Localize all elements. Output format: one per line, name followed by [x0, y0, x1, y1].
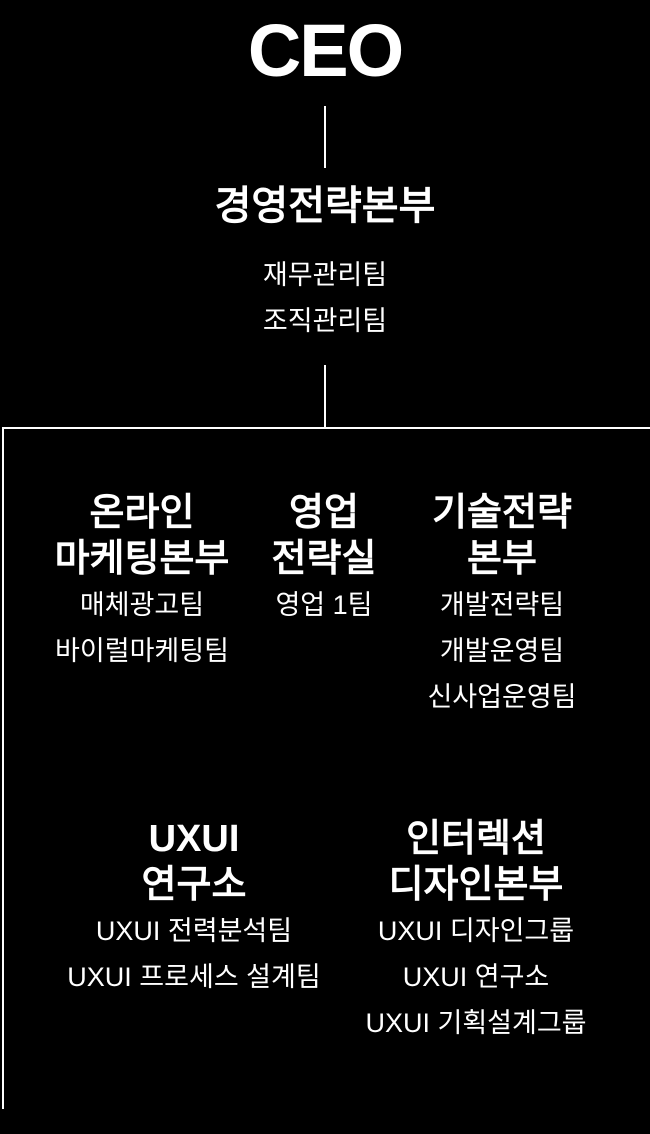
strategy-division-title: 경영전략본부 — [214, 184, 436, 228]
connector-ceo-to-division — [324, 106, 326, 168]
team-label: 개발전략팀 — [439, 590, 565, 620]
team-label: 바이럴마케팅팀 — [55, 636, 229, 666]
unit-title: 온라인 마케팅본부 — [54, 492, 230, 580]
team-label: UXUI 디자인그룹 — [377, 916, 575, 946]
team-label: 신사업운영팀 — [427, 682, 577, 712]
ceo-title: CEO — [247, 9, 404, 92]
team-label: UXUI 프로세스 설계팀 — [67, 962, 321, 992]
unit-title: UXUI 연구소 — [141, 818, 247, 906]
unit-tech-strategy: 기술전략 본부 개발전략팀 개발운영팀 신사업운영팀 — [392, 490, 612, 720]
team-label: 재무관리팀 — [262, 260, 388, 290]
unit-title: 인터렉션 디자인본부 — [388, 818, 564, 906]
unit-online-marketing: 온라인 마케팅본부 매체광고팀 바이럴마케팅팀 — [22, 490, 262, 674]
team-label: 조직관리팀 — [262, 306, 388, 336]
unit-interaction-design: 인터렉션 디자인본부 UXUI 디자인그룹 UXUI 연구소 UXUI 기획설계… — [346, 816, 606, 1046]
unit-sales-strategy: 영업 전략실 영업 1팀 — [244, 490, 404, 628]
team-label: 개발운영팀 — [439, 636, 565, 666]
unit-title: 기술전략 본부 — [432, 492, 572, 580]
team-label: UXUI 기획설계그룹 — [365, 1008, 587, 1038]
strategy-division-teams: 재무관리팀 조직관리팀 — [0, 252, 650, 344]
team-label: 매체광고팀 — [79, 590, 205, 620]
departments-box — [2, 427, 650, 1109]
team-label: UXUI 연구소 — [402, 962, 550, 992]
unit-uxui-lab: UXUI 연구소 UXUI 전력분석팀 UXUI 프로세스 설계팀 — [54, 816, 334, 1000]
unit-title: 영업 전략실 — [271, 492, 377, 580]
team-label: UXUI 전력분석팀 — [95, 916, 293, 946]
connector-division-to-box — [324, 365, 326, 427]
team-label: 영업 1팀 — [275, 590, 373, 620]
